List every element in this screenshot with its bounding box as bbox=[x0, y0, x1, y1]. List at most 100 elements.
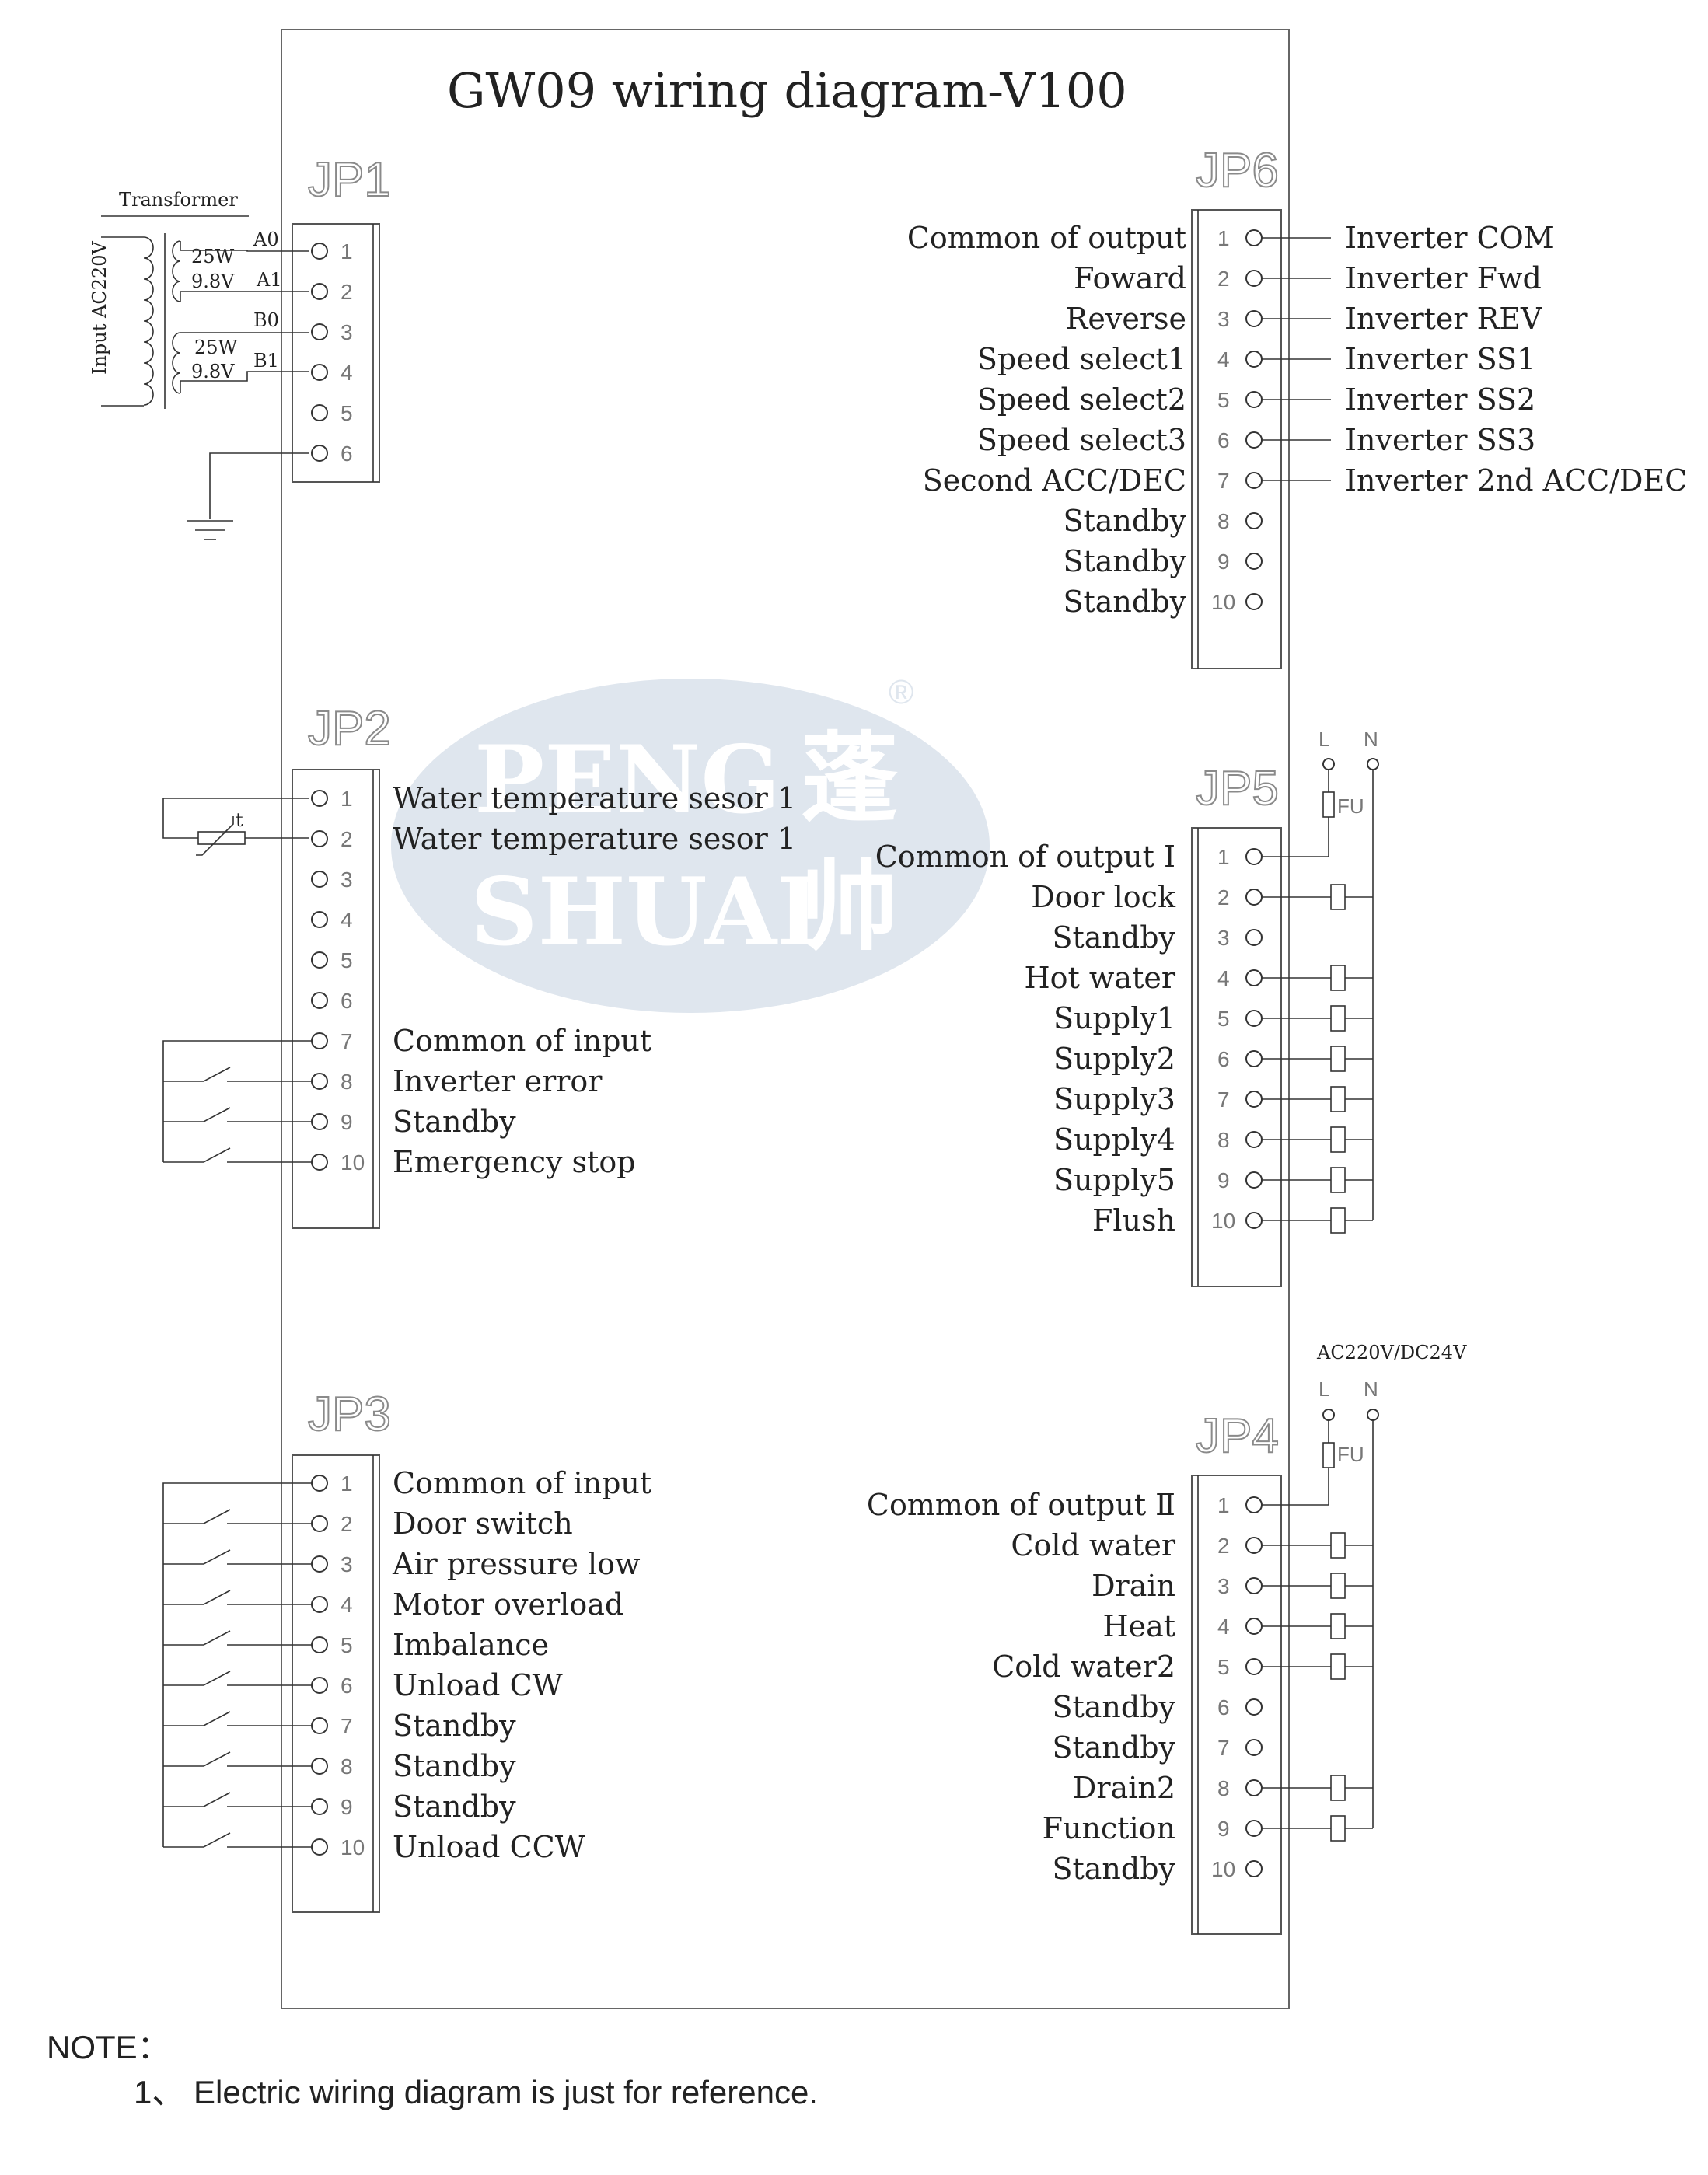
jp3-pin-number-6: 6 bbox=[341, 1674, 353, 1698]
jp2-pin-6 bbox=[311, 992, 328, 1009]
jp4-coil-icon-3 bbox=[1330, 1573, 1346, 1599]
jp2-pin-number-4: 4 bbox=[341, 908, 353, 932]
jp3-pin-2 bbox=[311, 1515, 328, 1532]
jp6-pin-number-6: 6 bbox=[1217, 428, 1230, 452]
ground-icon bbox=[187, 520, 233, 540]
jp3-pin-number-8: 8 bbox=[341, 1754, 353, 1779]
jp2-name: JP2 bbox=[308, 702, 391, 756]
jp3-label-1: Common of input bbox=[393, 1466, 651, 1500]
jp3-pin-5 bbox=[311, 1636, 328, 1653]
jp6-pin-9 bbox=[1245, 553, 1263, 570]
jp5-coil-icon-5 bbox=[1330, 1005, 1346, 1032]
jp2-label-7: Common of input bbox=[393, 1024, 651, 1058]
jp3-switch-4 bbox=[163, 1590, 231, 1605]
jp3-label-4: Motor overload bbox=[393, 1587, 623, 1622]
wire-b1 bbox=[180, 371, 309, 393]
watermark-cjk-bottom: 帅 bbox=[801, 850, 898, 964]
jp2-pin-number-2: 2 bbox=[341, 827, 353, 851]
jp4-name: JP4 bbox=[1196, 1409, 1279, 1463]
watermark-brand-top: PENG bbox=[474, 725, 781, 835]
jp3-switch-6 bbox=[163, 1671, 231, 1686]
jp5-pin-number-1: 1 bbox=[1217, 845, 1230, 869]
note-heading: NOTE： bbox=[47, 2029, 170, 2065]
jp2-pin-2 bbox=[311, 830, 328, 847]
jp5-label-5: Supply1 bbox=[1053, 1001, 1175, 1035]
jp4-pin-3 bbox=[1245, 1577, 1263, 1594]
jp4-pin-4 bbox=[1245, 1618, 1263, 1635]
jp6-pin-3 bbox=[1245, 310, 1263, 327]
watermark-registered-mark: ® bbox=[889, 673, 913, 711]
tap-a0: A0 bbox=[253, 229, 279, 250]
jp5-pin-7 bbox=[1245, 1091, 1263, 1108]
jp4-label-1: Common of output Ⅱ bbox=[867, 1488, 1175, 1522]
jp3-pin-number-7: 7 bbox=[341, 1714, 353, 1738]
jp6-pin-number-9: 9 bbox=[1217, 550, 1230, 574]
jp4-common-wire bbox=[1262, 1468, 1329, 1506]
jp5-pin-6 bbox=[1245, 1050, 1263, 1067]
jp5-label-3: Standby bbox=[1052, 920, 1175, 955]
jp2-pin-9 bbox=[311, 1113, 328, 1130]
jp2-switch-8 bbox=[163, 1067, 231, 1082]
jp6-label-5: Speed select2 bbox=[977, 382, 1186, 417]
jp5-pin-number-2: 2 bbox=[1217, 885, 1230, 909]
jp6-pin-number-7: 7 bbox=[1217, 469, 1230, 493]
jp1-pin-2 bbox=[311, 283, 328, 300]
jp6-target-3: Inverter REV bbox=[1345, 302, 1542, 336]
jp3-label-2: Door switch bbox=[393, 1506, 573, 1541]
jp6-target-6: Inverter SS3 bbox=[1345, 423, 1535, 457]
jp1-pin-number-6: 6 bbox=[341, 442, 353, 466]
jp3-label-7: Standby bbox=[393, 1709, 516, 1743]
jp5-label-6: Supply2 bbox=[1053, 1042, 1175, 1076]
input-ac220v-label: Input AC220V bbox=[89, 240, 110, 375]
wire-ground bbox=[209, 452, 309, 519]
jp4-line-terminal bbox=[1322, 1409, 1335, 1421]
jp3-pin-8 bbox=[311, 1758, 328, 1775]
jp6-housing bbox=[1191, 209, 1282, 669]
jp6-target-1: Inverter COM bbox=[1345, 221, 1554, 255]
jp1-pin-5 bbox=[311, 404, 328, 421]
jp1-pin-number-4: 4 bbox=[341, 361, 353, 385]
jp1-pin-4 bbox=[311, 364, 328, 381]
jp5-fuse-icon bbox=[1322, 791, 1335, 818]
jp2-pin-number-7: 7 bbox=[341, 1029, 353, 1053]
jp3-switch-3 bbox=[163, 1549, 231, 1565]
tap-b1: B1 bbox=[253, 350, 279, 372]
jp6-label-9: Standby bbox=[1063, 544, 1186, 578]
jp2-pin-number-1: 1 bbox=[341, 787, 353, 811]
jp5-pin-9 bbox=[1245, 1171, 1263, 1189]
jp4-pin-2 bbox=[1245, 1537, 1263, 1554]
jp6-target-2: Inverter Fwd bbox=[1345, 261, 1542, 295]
jp4-coil-icon-2 bbox=[1330, 1532, 1346, 1559]
jp6-pin-number-3: 3 bbox=[1217, 307, 1230, 331]
watermark-brand-bottom: SHUAI bbox=[470, 857, 820, 967]
jp5-coil-icon-8 bbox=[1330, 1126, 1346, 1153]
jp4-pin-number-2: 2 bbox=[1217, 1534, 1230, 1558]
jp6-pin-7 bbox=[1245, 472, 1263, 489]
jp6-label-7: Second ACC/DEC bbox=[923, 463, 1186, 497]
jp5-pin-number-3: 3 bbox=[1217, 926, 1230, 950]
jp5-coil-icon-7 bbox=[1330, 1086, 1346, 1112]
jp4-label-4: Heat bbox=[1102, 1609, 1175, 1643]
jp6-label-10: Standby bbox=[1063, 585, 1186, 619]
primary-winding bbox=[143, 236, 154, 406]
jp1-name: JP1 bbox=[308, 153, 391, 207]
jp5-coil-icon-2 bbox=[1330, 884, 1346, 910]
jp4-pin-6 bbox=[1245, 1698, 1263, 1716]
jp4-label-7: Standby bbox=[1052, 1730, 1175, 1765]
jp3-pin-7 bbox=[311, 1717, 328, 1734]
jp6-pin-number-4: 4 bbox=[1217, 347, 1230, 372]
jp2-pin-10 bbox=[311, 1154, 328, 1171]
jp5-pin-4 bbox=[1245, 969, 1263, 986]
diagram-title: GW09 wiring diagram-V100 bbox=[447, 62, 1127, 119]
jp4-label-8: Drain2 bbox=[1073, 1771, 1175, 1805]
jp5-label-9: Supply5 bbox=[1053, 1163, 1175, 1197]
jp6-pin-number-5: 5 bbox=[1217, 388, 1230, 412]
jp2-pin-1 bbox=[311, 790, 328, 807]
secondary-winding-a bbox=[172, 240, 181, 302]
